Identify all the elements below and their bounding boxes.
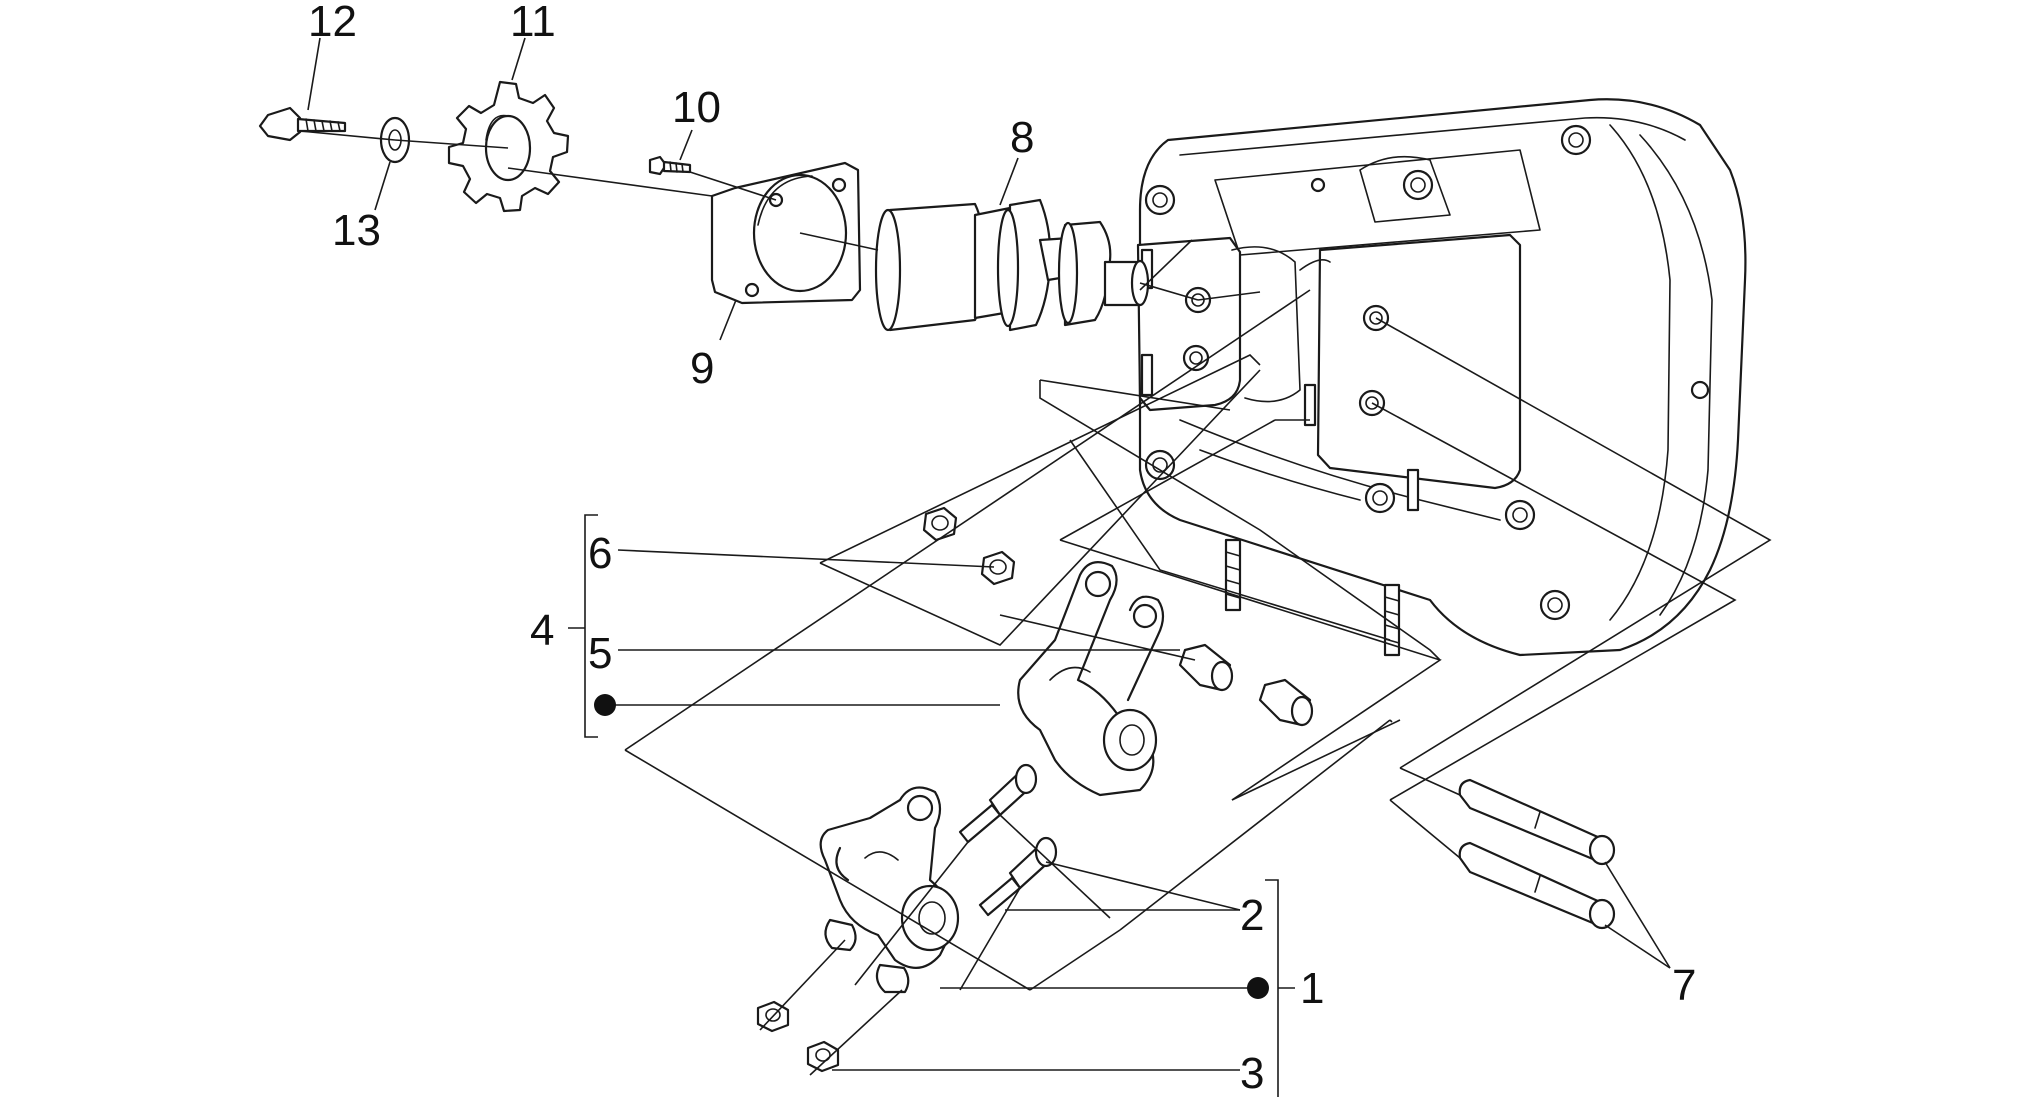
lower-rocker-arm — [819, 786, 960, 994]
callout-5: 5 — [588, 629, 612, 678]
callout-labels: 12 11 13 10 8 9 6 4 5 2 1 3 7 — [308, 0, 1696, 1097]
part-11-sprocket — [447, 80, 570, 213]
callout-9: 9 — [690, 344, 714, 393]
assembly-marker-dot-lower — [1247, 977, 1269, 999]
callout-1: 1 — [1300, 964, 1324, 1013]
callout-7: 7 — [1672, 961, 1696, 1010]
callout-11: 11 — [510, 0, 556, 46]
assembly-marker-dot-upper — [594, 694, 616, 716]
part-8-camshaft — [874, 198, 1150, 332]
callout-13: 13 — [332, 206, 381, 255]
part-5-adjuster-screw — [1178, 643, 1314, 727]
head-bolt-boss — [1144, 124, 1710, 621]
part-12-bolt — [258, 106, 347, 142]
part-7-dowel-pin — [1458, 778, 1616, 930]
callout-6: 6 — [588, 529, 612, 578]
callout-2: 2 — [1240, 891, 1264, 940]
callout-3: 3 — [1240, 1049, 1264, 1097]
rocker-support-plate — [1136, 233, 1522, 512]
assembly-lines — [299, 130, 1772, 1076]
part-6-nut — [922, 506, 1016, 586]
callout-4: 4 — [530, 606, 554, 655]
stud-bolt — [1224, 538, 1401, 657]
cylinder-head — [1136, 98, 1747, 657]
callout-8: 8 — [1010, 113, 1034, 162]
part-9-plate — [710, 161, 862, 305]
upper-rocker-arm — [1017, 561, 1165, 797]
part-10-screw — [648, 155, 692, 176]
callout-leaders — [307, 37, 1671, 1097]
part-2-pin — [958, 763, 1058, 917]
callout-10: 10 — [672, 83, 721, 132]
callout-12: 12 — [308, 0, 357, 46]
